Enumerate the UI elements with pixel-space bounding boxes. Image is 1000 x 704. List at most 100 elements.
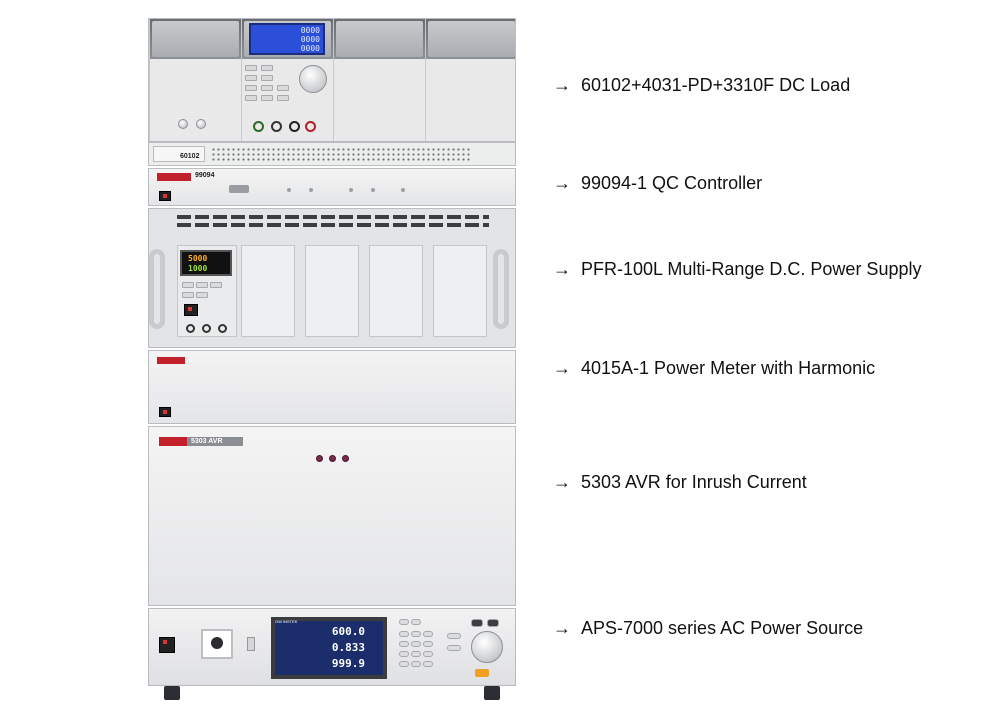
keypad-key <box>261 85 273 91</box>
blank-panel <box>369 245 423 337</box>
indicator-dot <box>287 188 291 192</box>
load-module-1 <box>149 19 241 141</box>
keypad-key <box>261 75 273 81</box>
keypad-key <box>261 65 273 71</box>
qc-controller: 99094 <box>148 168 516 206</box>
arrow-icon: → <box>553 173 571 193</box>
number-key <box>411 641 421 647</box>
rotary-knob-icon <box>471 631 503 663</box>
aps-ac-source: GW INSTEK 600.0 0.833 999.9 <box>148 608 516 686</box>
ac-outlet-icon <box>201 629 233 659</box>
load-module-head <box>152 21 239 57</box>
model-number: 99094 <box>195 172 215 179</box>
arrow-icon: → <box>553 618 571 638</box>
load-module-4 <box>425 19 517 141</box>
keypad-key <box>277 85 289 91</box>
arrow-icon: → <box>553 472 571 492</box>
load-module-head <box>428 21 515 57</box>
top-vent <box>177 223 489 227</box>
number-key <box>411 651 421 657</box>
dc-load-mainframe: 0000 0000 0000 <box>148 18 516 142</box>
label-text: APS-7000 series AC Power Source <box>581 618 864 638</box>
voltage-readout: 5000 <box>188 254 208 263</box>
power-switch-icon <box>159 637 175 653</box>
function-key <box>487 619 499 627</box>
number-key <box>423 661 433 667</box>
keypad-key <box>245 85 257 91</box>
indicator-dot <box>401 188 405 192</box>
avr-unit: 5303 AVR <box>148 426 516 606</box>
load-module-3 <box>333 19 425 141</box>
number-key <box>399 631 409 637</box>
brand-logo: GW INSTEK <box>275 619 298 624</box>
power-meter <box>148 350 516 424</box>
label-text: 60102+4031-PD+3310F DC Load <box>581 75 851 95</box>
blank-panel <box>305 245 359 337</box>
indicator-dot <box>349 188 353 192</box>
terminal-icon <box>271 121 282 132</box>
current-readout: 0.833 <box>331 641 365 654</box>
instrument-rack: 0000 0000 0000 60102 <box>148 18 516 700</box>
keypad-key <box>245 95 257 101</box>
brand-tag <box>157 173 191 181</box>
pfr-display: 5000 1000 <box>180 250 232 276</box>
function-key <box>447 633 461 639</box>
terminal-icon <box>253 121 264 132</box>
load-display: 0000 0000 0000 <box>249 23 325 55</box>
keypad-key <box>245 75 257 81</box>
load-module-head <box>336 21 423 57</box>
pfr-control-module: 5000 1000 <box>177 245 237 337</box>
label-text: 4015A-1 Power Meter with Harmonic <box>581 358 876 378</box>
keypad-key <box>245 65 257 71</box>
label-ac-source: → APS-7000 series AC Power Source <box>553 618 863 639</box>
number-key <box>411 631 421 637</box>
indicator-dot <box>309 188 313 192</box>
terminal-icon <box>186 324 195 333</box>
number-key <box>399 651 409 657</box>
number-key <box>423 651 433 657</box>
label-avr: → 5303 AVR for Inrush Current <box>553 472 807 493</box>
brand-tag <box>159 437 187 446</box>
rotary-knob-icon <box>299 65 327 93</box>
load-keypad <box>245 65 293 113</box>
display-reading: 0000 <box>300 35 320 44</box>
indicator-dot <box>371 188 375 192</box>
pfr-power-supply: 5000 1000 <box>148 208 516 348</box>
label-text: 99094-1 QC Controller <box>581 173 763 193</box>
terminal-icon <box>305 121 316 132</box>
keypad-key <box>277 95 289 101</box>
model-badge: 60102 <box>153 146 205 162</box>
label-text: 5303 AVR for Inrush Current <box>581 472 807 492</box>
outlet-socket <box>211 637 223 649</box>
display-reading: 0000 <box>300 44 320 53</box>
label-qc-controller: → 99094-1 QC Controller <box>553 173 762 194</box>
indicator-led <box>316 455 323 462</box>
label-power-supply: → PFR-100L Multi-Range D.C. Power Supply <box>553 259 921 280</box>
arrow-icon: → <box>553 75 571 95</box>
rack-foot <box>164 686 180 700</box>
label-text: PFR-100L Multi-Range D.C. Power Supply <box>581 259 922 279</box>
power-switch-icon <box>184 304 198 316</box>
usb-port-icon <box>247 637 255 651</box>
keypad-key <box>261 95 273 101</box>
connector-icon <box>178 119 188 129</box>
number-key <box>399 661 409 667</box>
label-dc-load: → 60102+4031-PD+3310F DC Load <box>553 75 850 96</box>
number-key <box>411 661 421 667</box>
number-key <box>423 641 433 647</box>
connector-icon <box>196 119 206 129</box>
terminal-icon <box>218 324 227 333</box>
arrow-icon: → <box>553 259 571 279</box>
display-reading: 0000 <box>300 26 320 35</box>
number-key <box>423 631 433 637</box>
blank-panel <box>433 245 487 337</box>
rack-handle-right <box>493 249 509 329</box>
indicator-led <box>342 455 349 462</box>
arrow-icon: → <box>553 358 571 378</box>
output-key <box>475 669 489 677</box>
model-bar: 5303 AVR <box>159 437 243 446</box>
dc-load-chassis-bar: 60102 <box>148 142 516 166</box>
function-key <box>447 645 461 651</box>
power-readout: 999.9 <box>331 657 365 670</box>
label-power-meter: → 4015A-1 Power Meter with Harmonic <box>553 358 875 379</box>
